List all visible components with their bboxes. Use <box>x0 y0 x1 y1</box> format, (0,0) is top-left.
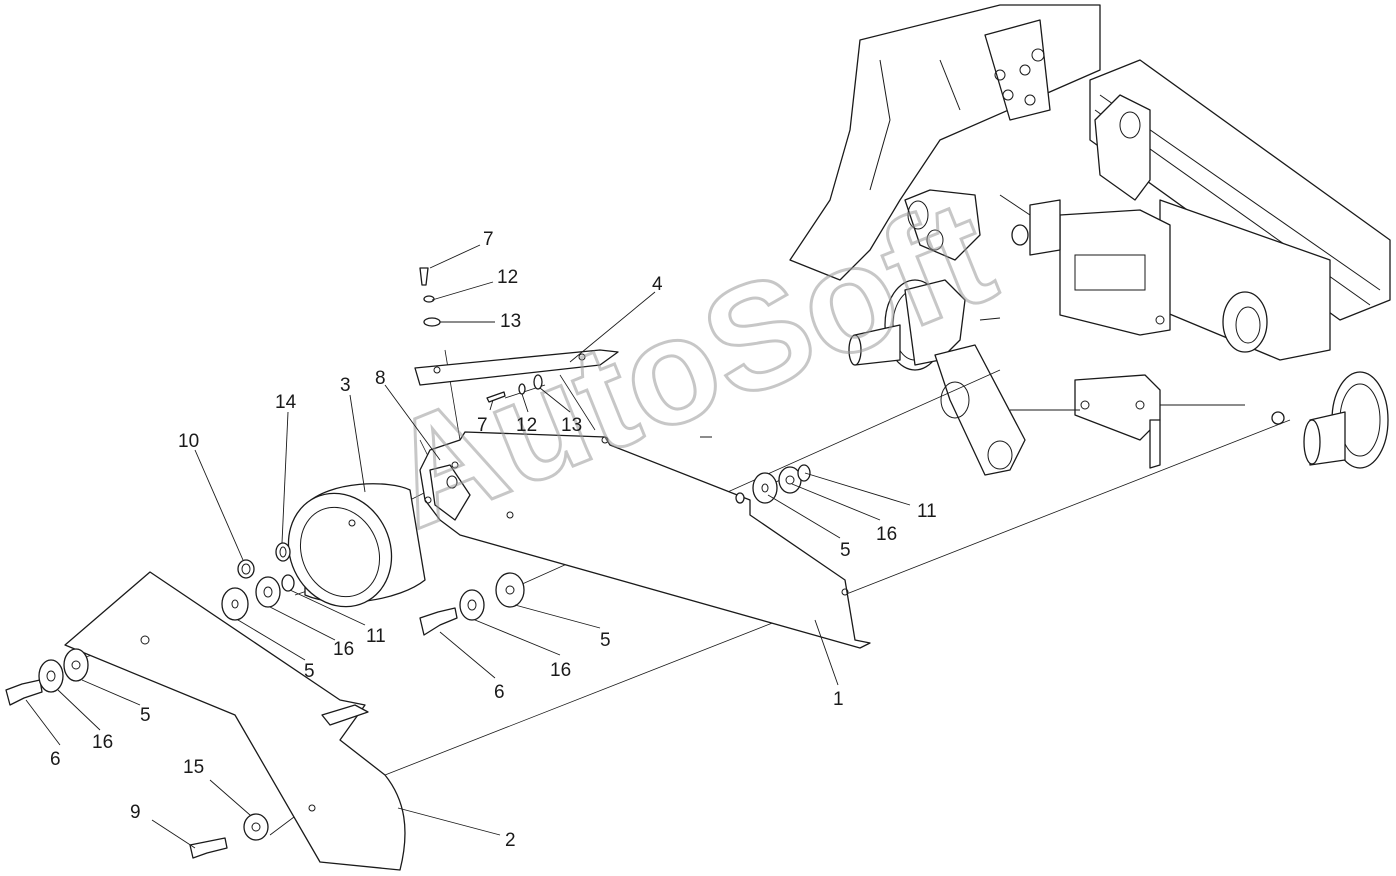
callout-13-top: 13 <box>500 311 521 332</box>
callout-7-top: 7 <box>483 229 494 250</box>
part-4-bracket-bar <box>414 349 619 386</box>
callout-16-left-center: 16 <box>333 639 354 660</box>
callout-4: 4 <box>652 274 663 295</box>
callout-5-center: 5 <box>600 630 611 651</box>
callout-11-left-center: 11 <box>366 626 386 647</box>
machine-frame <box>789 4 1391 476</box>
callout-5-right: 5 <box>840 540 851 561</box>
callout-16-center: 16 <box>550 660 571 681</box>
callout-7-middle: 7 <box>477 415 488 436</box>
callout-16-right: 16 <box>876 524 897 545</box>
part-3-drum-shroud <box>287 483 426 608</box>
part-8-mounting-bracket <box>429 464 471 521</box>
hardware-bolts-and-washers <box>5 267 811 859</box>
callout-5-left-center: 5 <box>304 661 315 682</box>
callout-15: 15 <box>183 757 204 778</box>
part-1-guard-plate <box>419 431 871 649</box>
callout-8: 8 <box>375 368 386 389</box>
callout-14: 14 <box>275 392 297 413</box>
callout-16-left: 16 <box>92 732 113 753</box>
callout-6-center: 6 <box>494 682 505 703</box>
callout-1: 1 <box>833 689 844 710</box>
callout-10: 10 <box>178 431 199 452</box>
callout-6-left: 6 <box>50 749 61 770</box>
callout-12-top: 12 <box>497 267 518 288</box>
callout-12-middle: 12 <box>516 415 537 436</box>
callout-3: 3 <box>340 375 351 396</box>
callout-13-middle: 13 <box>561 415 582 436</box>
callout-labels: 7 12 13 4 3 8 14 10 7 12 13 11 16 5 5 16… <box>50 229 937 851</box>
callout-leader-lines <box>25 244 911 849</box>
callout-2: 2 <box>505 830 516 851</box>
callout-9: 9 <box>130 802 141 823</box>
callout-5-left: 5 <box>140 705 151 726</box>
callout-11-right: 11 <box>917 501 937 522</box>
